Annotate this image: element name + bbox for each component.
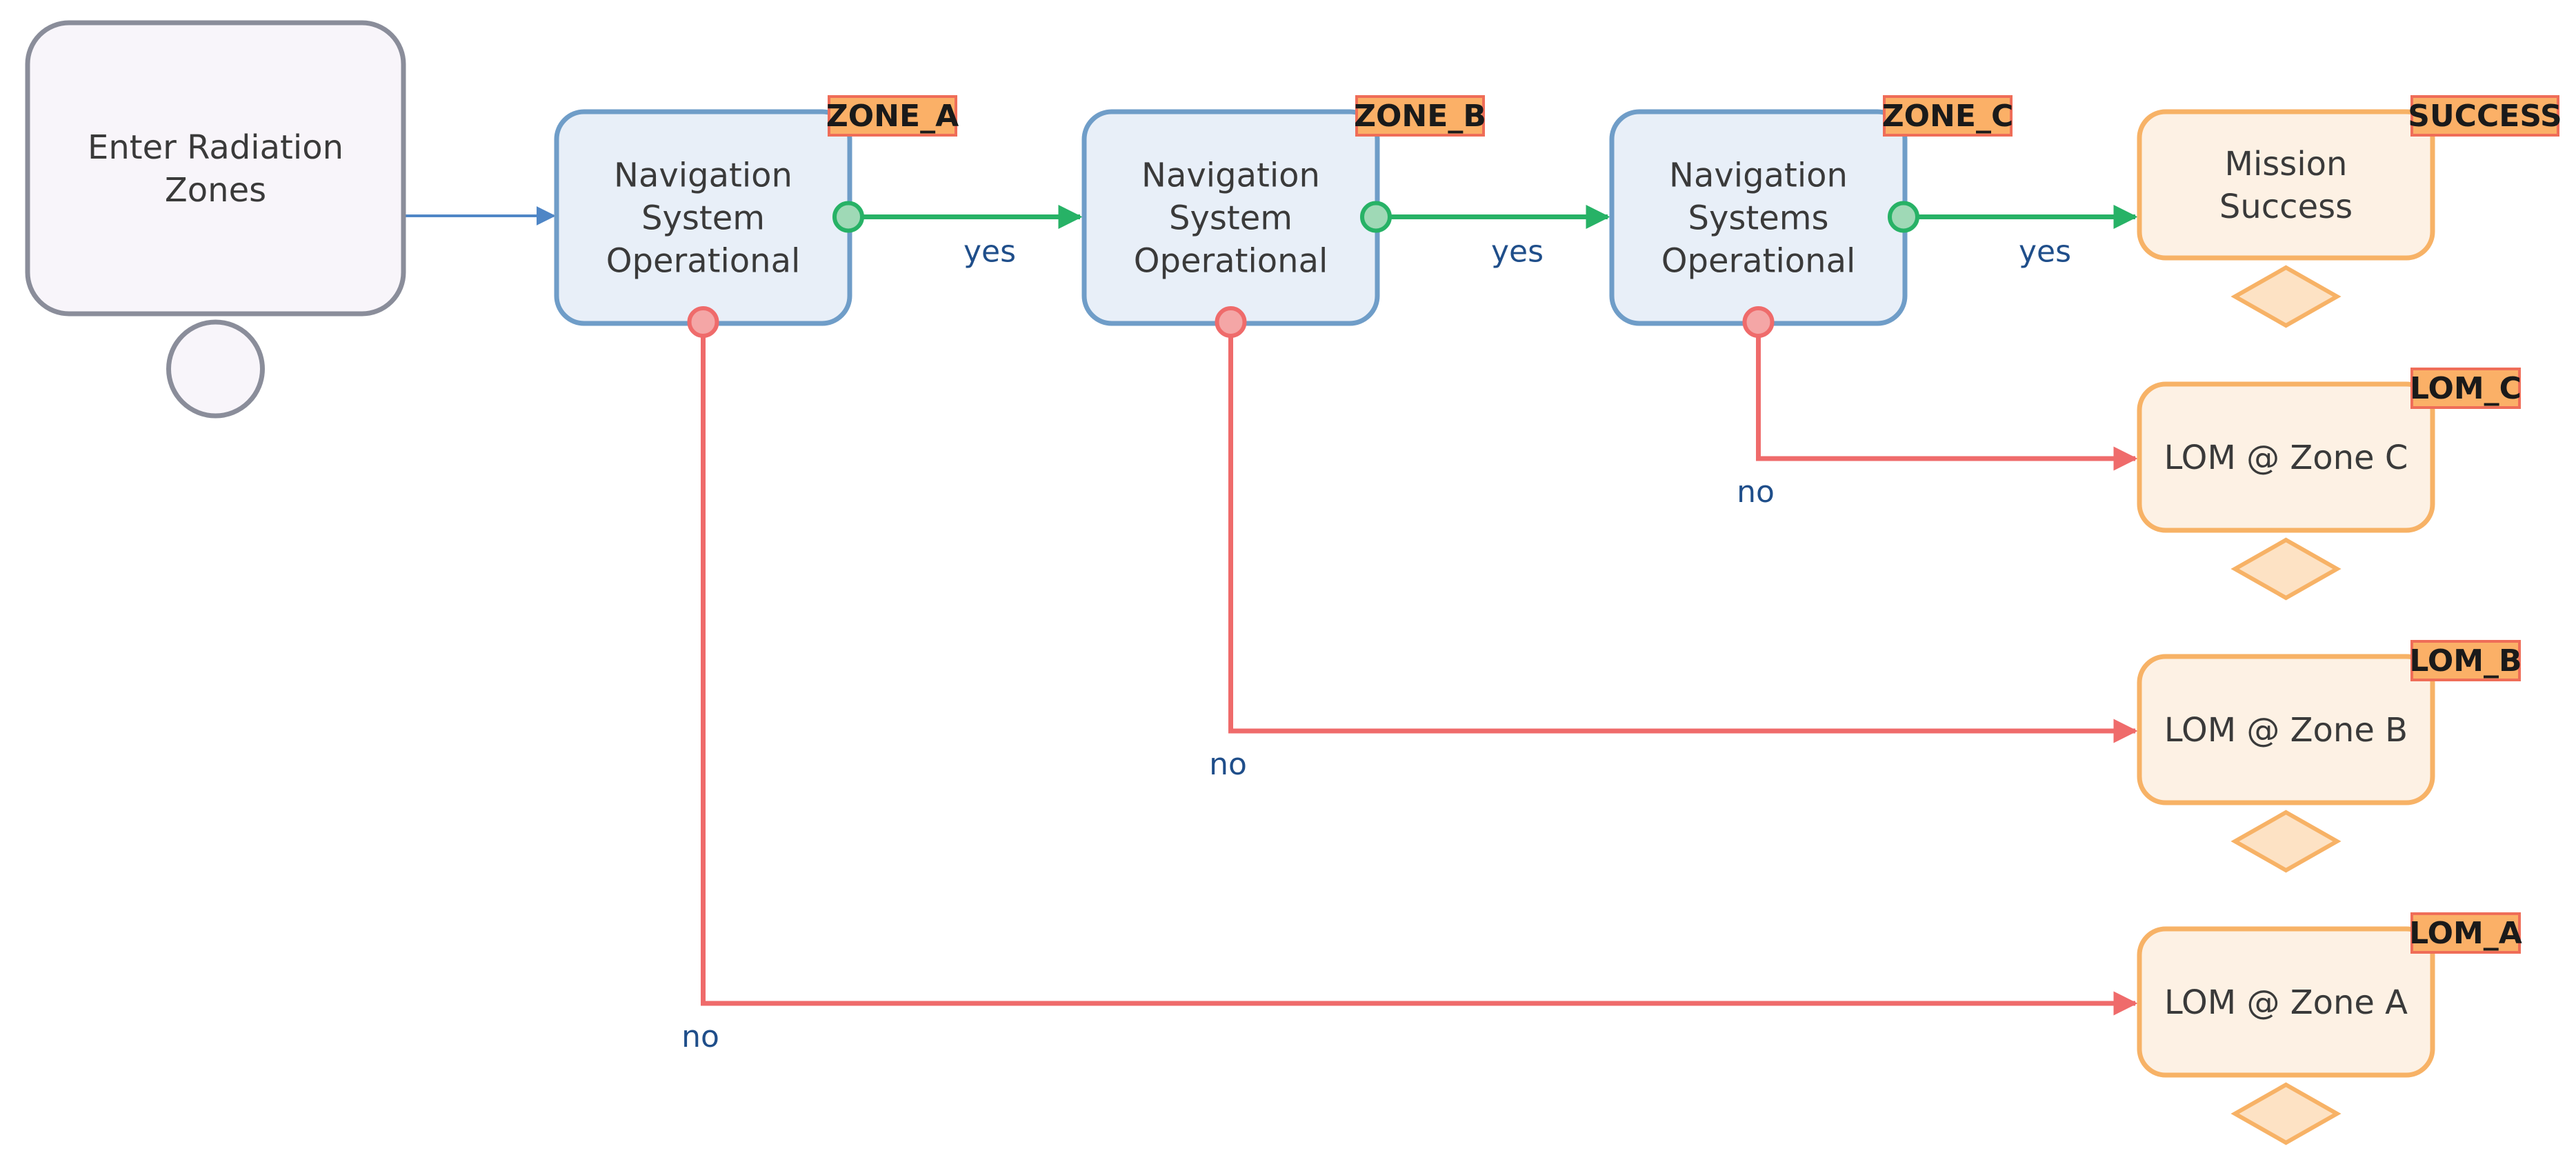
edge-label-yes: yes xyxy=(963,234,1016,270)
tag-label: LOM_B xyxy=(2409,643,2522,679)
edge-label-no: no xyxy=(681,1019,719,1054)
no-port xyxy=(1215,306,1247,338)
edge-labels-layer: yes yes yes no no no xyxy=(681,234,2071,1055)
node-label-line: Navigation xyxy=(1669,157,1848,195)
node-label-line: Success xyxy=(2219,188,2353,226)
node-label-line: LOM @ Zone A xyxy=(2164,983,2408,1022)
node-label-line: Operational xyxy=(606,242,801,281)
edge-label-no: no xyxy=(1209,747,1247,782)
yes-port xyxy=(832,201,864,233)
node-label-line: Navigation xyxy=(614,157,792,195)
start-box xyxy=(25,20,406,317)
node-tag: SUCCESS xyxy=(2408,95,2562,137)
tag-badge xyxy=(2410,640,2521,681)
edge-zone-c-to-lom-c xyxy=(1756,336,2138,471)
edge-zone-b-to-lom-b xyxy=(1228,336,2138,743)
tag-badge xyxy=(2410,95,2559,137)
node-tag: LOM_A xyxy=(2409,912,2522,954)
node-tag: ZONE_A xyxy=(826,95,959,137)
node-label-line: Operational xyxy=(1134,242,1328,281)
end-diamond xyxy=(2230,265,2342,328)
node-label-line: Navigation xyxy=(1141,157,1320,195)
node-label-line: Operational xyxy=(1661,242,1856,281)
node-label-line: Zones xyxy=(165,171,266,210)
node-tag: LOM_C xyxy=(2410,368,2522,409)
end-diamond xyxy=(2230,1082,2342,1145)
no-port xyxy=(1742,306,1775,338)
tag-badge xyxy=(2410,912,2521,954)
tag-label: ZONE_B xyxy=(1354,99,1486,134)
tag-badge xyxy=(1355,95,1485,137)
node-label-line: Enter Radiation xyxy=(88,128,343,167)
end-box xyxy=(2137,381,2435,533)
node-tag: ZONE_B xyxy=(1354,95,1486,137)
end-box xyxy=(2137,109,2435,261)
node-tag: LOM_B xyxy=(2409,640,2522,681)
end-box xyxy=(2137,926,2435,1078)
node-label-line: Mission xyxy=(2225,145,2348,183)
node-tag: ZONE_C xyxy=(1882,95,2013,137)
yes-port xyxy=(1360,201,1392,233)
tag-badge xyxy=(2410,368,2521,409)
node-label-line: LOM @ Zone C xyxy=(2164,439,2408,477)
yes-port xyxy=(1888,201,1919,233)
tag-badge xyxy=(828,95,957,137)
node-label-line: Systems xyxy=(1688,199,1829,238)
end-diamond xyxy=(2230,537,2342,601)
edge-label-yes: yes xyxy=(2019,234,2071,270)
tag-label: LOM_A xyxy=(2409,916,2522,951)
node-label-line: System xyxy=(1169,199,1292,238)
tag-label: SUCCESS xyxy=(2408,99,2562,134)
end-diamond xyxy=(2230,810,2342,873)
edges-layer xyxy=(403,205,2138,1016)
node-label-line: System xyxy=(641,199,765,238)
tag-badge xyxy=(1883,95,2013,137)
no-port xyxy=(687,306,719,338)
tag-label: ZONE_C xyxy=(1882,99,2013,134)
edge-label-yes: yes xyxy=(1491,234,1544,270)
tag-label: ZONE_A xyxy=(826,99,959,134)
edge-zone-a-to-lom-a xyxy=(701,336,2138,1016)
edge-label-no: no xyxy=(1737,474,1775,510)
start-event-circle xyxy=(166,319,265,419)
tag-label: LOM_C xyxy=(2410,371,2522,406)
end-box xyxy=(2137,654,2435,805)
node-label-line: LOM @ Zone B xyxy=(2164,711,2408,750)
